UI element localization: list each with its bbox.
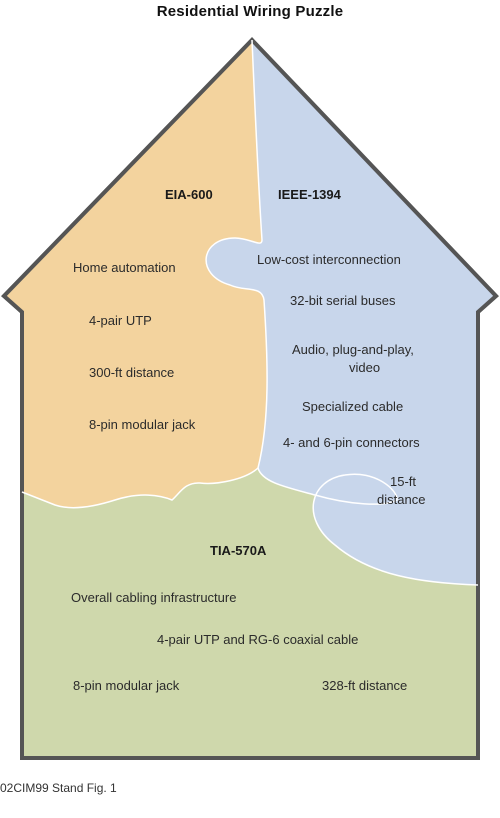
seam-eia-ieee bbox=[205, 39, 268, 469]
figure-caption: 02CIM99 Stand Fig. 1 bbox=[0, 781, 117, 795]
ieee1394-item: 15-ft bbox=[390, 474, 417, 489]
piece-ieee1394 bbox=[206, 40, 496, 585]
tia570a-item: 4-pair UTP and RG-6 coaxial cable bbox=[157, 632, 359, 647]
ieee1394-item: 4- and 6-pin connectors bbox=[283, 435, 420, 450]
seam-top-tia bbox=[21, 466, 479, 586]
tia570a-heading: TIA-570A bbox=[210, 543, 267, 558]
ieee1394-item: Audio, plug-and-play, bbox=[292, 342, 414, 357]
tia570a-item: 8-pin modular jack bbox=[73, 678, 180, 693]
tia570a-item: Overall cabling infrastructure bbox=[71, 590, 237, 605]
diagram-title: Residential Wiring Puzzle bbox=[156, 3, 344, 20]
ieee1394-item: Low-cost interconnection bbox=[257, 252, 401, 267]
eia600-item: 8-pin modular jack bbox=[89, 417, 196, 432]
ieee1394-heading: IEEE-1394 bbox=[278, 187, 341, 202]
ieee1394-item: video bbox=[349, 360, 381, 375]
ieee1394-item: 32-bit serial buses bbox=[290, 293, 396, 308]
eia600-item: Home automation bbox=[73, 260, 176, 275]
ieee1394-item: distance bbox=[377, 492, 426, 507]
eia600-item: 4-pair UTP bbox=[89, 313, 152, 328]
house-border bbox=[1, 37, 499, 760]
piece-eia600 bbox=[4, 40, 268, 508]
eia600-item: 300-ft distance bbox=[89, 365, 175, 380]
tia570a-item: 328-ft distance bbox=[322, 678, 408, 693]
eia600-heading: EIA-600 bbox=[165, 187, 213, 202]
ieee1394-item: Specialized cable bbox=[302, 399, 404, 414]
